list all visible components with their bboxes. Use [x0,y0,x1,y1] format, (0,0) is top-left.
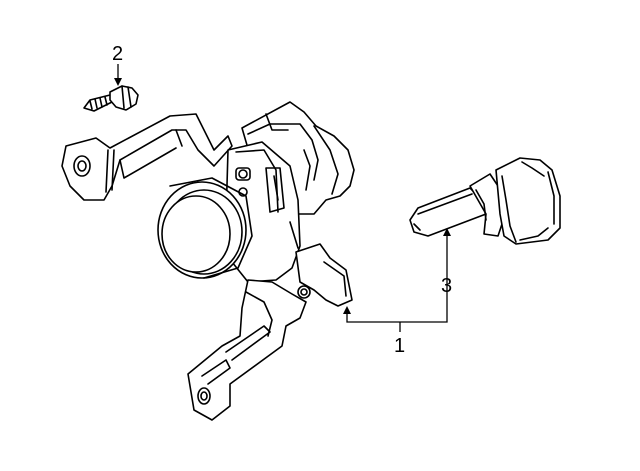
arrowhead-3 [443,228,451,236]
callout-3: 3 [441,275,452,297]
callout-2: 2 [112,43,123,65]
screw-part-2 [83,85,139,112]
fog-lamp-assembly-part-1 [61,101,355,421]
leader-lines [114,64,451,332]
arrowhead-2 [114,78,122,86]
bulb-part-3 [409,157,561,245]
leader-1-3 [346,234,448,323]
arrowhead-1 [343,306,351,314]
callout-1: 1 [394,335,405,357]
